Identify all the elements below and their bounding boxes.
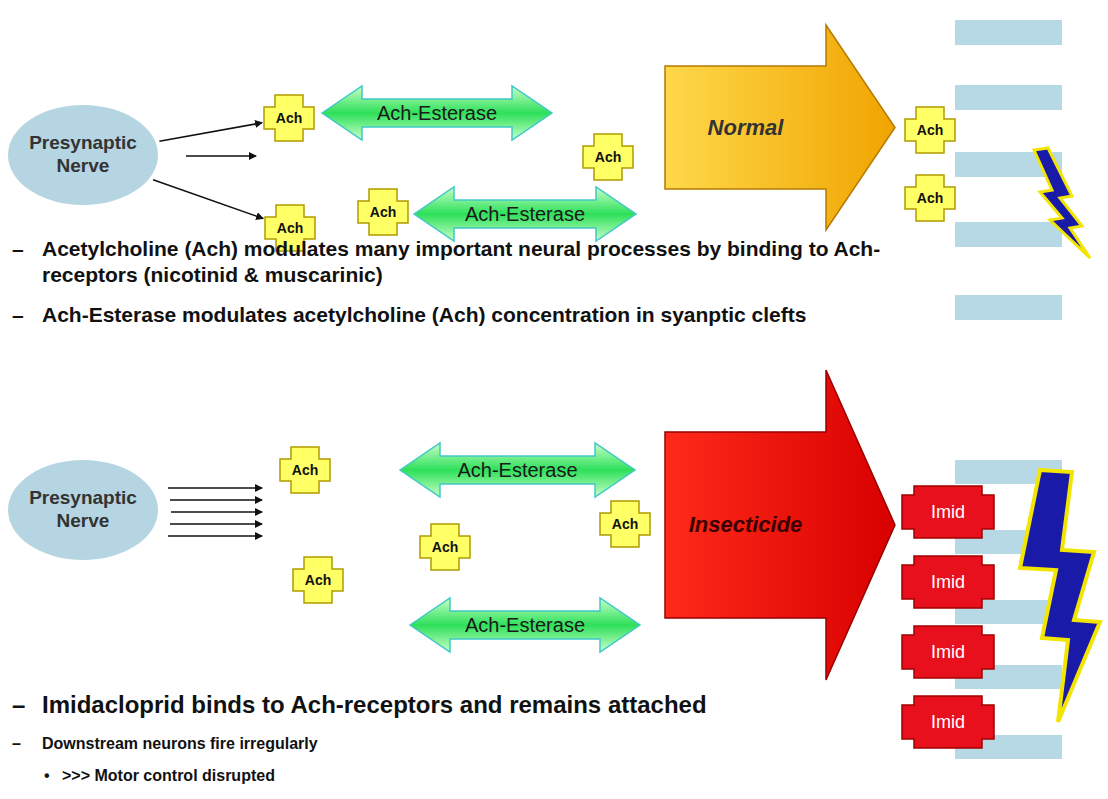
acetylcholine-molecule: Ach — [600, 501, 650, 547]
receptor-bar — [955, 85, 1062, 110]
nerve-label: Presynaptic Nerve — [24, 132, 142, 178]
imid-label: Imid — [931, 572, 965, 593]
esterase-enzyme: Ach-Esterase — [322, 86, 552, 140]
ach-cross — [583, 134, 633, 180]
ach-label: Ach — [276, 110, 302, 126]
imid-cross — [902, 626, 994, 678]
presynaptic-nerve: Presynaptic Nerve — [8, 460, 158, 560]
esterase-enzyme: Ach-Esterase — [414, 187, 636, 241]
ach-label: Ach — [292, 462, 318, 478]
imidacloprid-molecule: Imid — [902, 696, 994, 748]
ach-label: Ach — [432, 539, 458, 555]
imid-label: Imid — [931, 712, 965, 733]
note-text: Acetylcholine (Ach) modulates many impor… — [42, 236, 922, 289]
acetylcholine-molecule: Ach — [905, 107, 955, 153]
esterase-label: Ach-Esterase — [465, 203, 585, 226]
esterase-label: Ach-Esterase — [465, 614, 585, 637]
bullet-marker: – — [12, 302, 24, 328]
lightning-bolt — [1034, 148, 1090, 258]
imidacloprid-molecule: Imid — [902, 626, 994, 678]
presynaptic-nerve: Presynaptic Nerve — [8, 105, 158, 205]
release-arrow — [186, 155, 256, 157]
acetylcholine-molecule: Ach — [583, 134, 633, 180]
receptor-bar — [955, 295, 1062, 320]
arrow-label: Insecticide — [689, 512, 803, 538]
release-arrow — [171, 511, 262, 513]
ach-label: Ach — [370, 204, 396, 220]
arrow-shape — [665, 370, 895, 680]
bullet-marker: • — [44, 766, 50, 786]
acetylcholine-molecule: Ach — [905, 175, 955, 221]
release-arrow — [159, 123, 262, 142]
esterase-label: Ach-Esterase — [377, 102, 497, 125]
ach-cross — [420, 524, 470, 570]
ach-cross — [264, 95, 314, 141]
effect-arrow: Normal — [665, 25, 895, 230]
esterase-enzyme: Ach-Esterase — [400, 443, 635, 497]
esterase-shape — [410, 598, 640, 652]
ach-label: Ach — [595, 149, 621, 165]
bullet-marker: – — [12, 236, 24, 262]
acetylcholine-molecule: Ach — [358, 189, 408, 235]
receptor-bar — [955, 20, 1062, 45]
ach-cross — [905, 107, 955, 153]
ach-label: Ach — [612, 516, 638, 532]
bullet-marker: – — [12, 690, 25, 720]
ach-cross — [358, 189, 408, 235]
release-arrow — [170, 523, 262, 525]
imid-cross — [902, 486, 994, 538]
arrow-shape — [665, 25, 895, 230]
esterase-enzyme: Ach-Esterase — [410, 598, 640, 652]
release-arrow — [153, 180, 263, 219]
release-arrow — [168, 535, 262, 537]
nerve-label: Presynaptic Nerve — [24, 487, 142, 533]
lightning-bolt — [1020, 470, 1100, 722]
release-arrow — [170, 499, 262, 501]
ach-cross — [280, 447, 330, 493]
imidacloprid-molecule: Imid — [902, 556, 994, 608]
effect-arrow: Insecticide — [665, 370, 895, 680]
note-text: Imidacloprid binds to Ach-receptors and … — [42, 690, 892, 720]
acetylcholine-molecule: Ach — [280, 447, 330, 493]
imid-cross — [902, 696, 994, 748]
arrow-label: Normal — [708, 115, 784, 141]
esterase-shape — [400, 443, 635, 497]
note-text: >>> Motor control disrupted — [62, 766, 662, 786]
receptor-bar — [955, 222, 1062, 247]
acetylcholine-molecule: Ach — [420, 524, 470, 570]
ach-cross — [600, 501, 650, 547]
ach-cross — [293, 557, 343, 603]
note-text: Downstream neurons fire irregularly — [42, 734, 642, 754]
bullet-marker: – — [12, 734, 21, 754]
imid-label: Imid — [931, 642, 965, 663]
imidacloprid-molecule: Imid — [902, 486, 994, 538]
esterase-label: Ach-Esterase — [457, 459, 577, 482]
ach-label: Ach — [917, 190, 943, 206]
nerve-ellipse — [8, 105, 158, 205]
ach-label: Ach — [277, 220, 303, 236]
imid-cross — [902, 556, 994, 608]
acetylcholine-molecule: Ach — [293, 557, 343, 603]
nerve-ellipse — [8, 460, 158, 560]
acetylcholine-molecule: Ach — [264, 95, 314, 141]
release-arrow — [168, 487, 262, 489]
ach-label: Ach — [917, 122, 943, 138]
esterase-shape — [414, 187, 636, 241]
imid-label: Imid — [931, 502, 965, 523]
note-text: Ach-Esterase modulates acetylcholine (Ac… — [42, 302, 922, 328]
ach-cross — [905, 175, 955, 221]
ach-label: Ach — [305, 572, 331, 588]
esterase-shape — [322, 86, 552, 140]
